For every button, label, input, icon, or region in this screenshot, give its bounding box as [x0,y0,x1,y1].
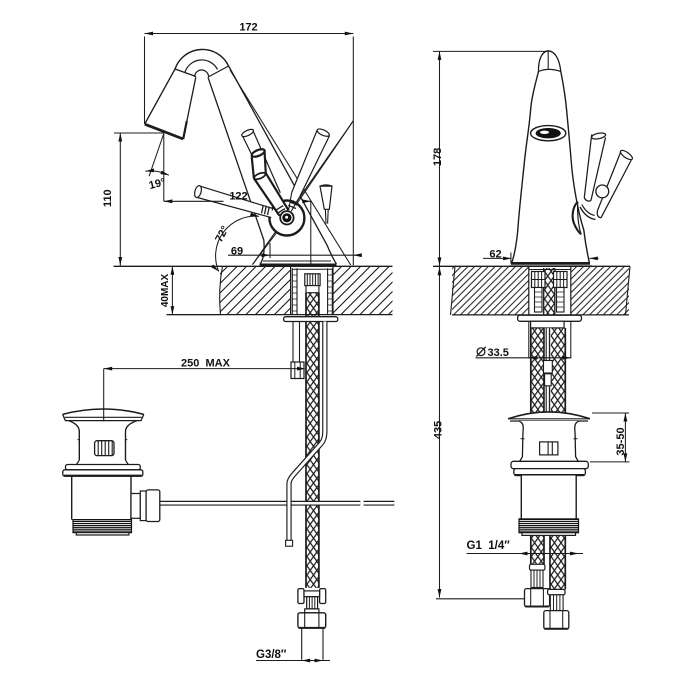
svg-text:35-50: 35-50 [615,427,627,455]
svg-text:40MAX: 40MAX [160,274,171,308]
svg-text:178: 178 [432,148,444,166]
svg-text:62: 62 [489,248,501,260]
svg-text:G1 1/4″: G1 1/4″ [467,540,511,552]
svg-text:435: 435 [432,421,444,439]
svg-text:G3/8″: G3/8″ [256,649,287,661]
svg-text:250 MAX: 250 MAX [181,358,231,370]
svg-text:33.5: 33.5 [488,347,509,359]
svg-text:122: 122 [229,191,247,203]
svg-text:19°: 19° [148,176,167,192]
svg-text:172: 172 [239,22,257,34]
svg-text:110: 110 [102,189,114,207]
svg-text:69: 69 [231,245,243,257]
